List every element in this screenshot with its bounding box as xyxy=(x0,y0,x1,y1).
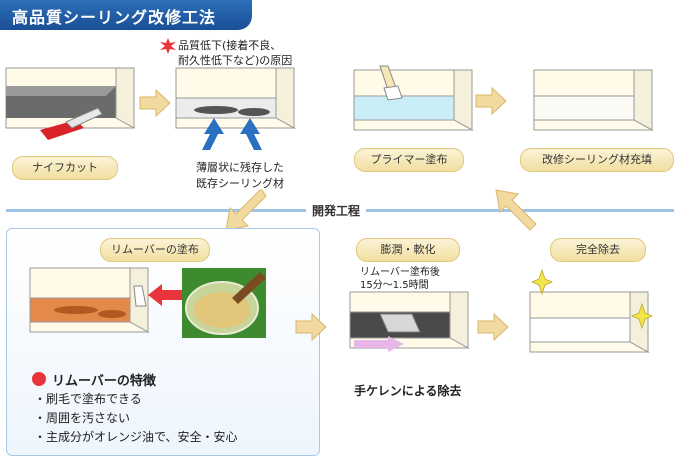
residual-note-line2: 既存シーリング材 xyxy=(196,177,284,190)
arrow-3 xyxy=(295,312,327,342)
red-arrow xyxy=(148,284,182,306)
step-primer: プライマー塗布 xyxy=(354,148,464,172)
wait-note-line2: 15分～1.5時間 xyxy=(360,280,429,291)
cut-result-illustration xyxy=(175,67,296,129)
feature-item: ・周囲を汚さない xyxy=(34,411,131,425)
swelling-illustration xyxy=(349,291,470,352)
sparkle-icon xyxy=(630,302,654,330)
step-refill: 改修シーリング材充填 xyxy=(520,148,674,172)
arrow-down-left xyxy=(225,189,267,231)
primer-illustration xyxy=(353,65,474,131)
step-knife-cut: ナイフカット xyxy=(12,156,118,180)
feature-item: ・主成分がオレンジ油で、安全・安心 xyxy=(34,430,238,444)
knife-cut-illustration xyxy=(5,67,135,140)
arrow-up-left xyxy=(495,189,537,231)
features-title: リムーバーの特徴 xyxy=(52,374,156,389)
feature-badge-icon xyxy=(32,372,46,386)
arrow-4 xyxy=(477,312,509,342)
page-title: 高品質シーリング改修工法 xyxy=(12,8,217,27)
arrow-2 xyxy=(475,86,507,116)
quality-note-line2: 耐久性低下など)の原因 xyxy=(178,54,293,67)
burst-icon xyxy=(160,38,176,54)
title-bar xyxy=(0,0,252,30)
wait-note-line1: リムーバー塗布後 xyxy=(360,267,440,278)
blue-up-arrows xyxy=(202,118,262,150)
step-swelling: 膨潤・軟化 xyxy=(356,238,460,262)
residual-note-line1: 薄層状に残存した xyxy=(196,161,284,174)
quality-note-line1: 品質低下(接着不良、 xyxy=(178,39,282,52)
step-remover: リムーバーの塗布 xyxy=(100,238,210,262)
clean-joint-illustration xyxy=(529,291,650,353)
arrow-1 xyxy=(139,88,171,118)
sparkle-icon xyxy=(530,268,554,296)
step-complete-removal: 完全除去 xyxy=(550,238,646,262)
hand-clean-label: 手ケレンによる除去 xyxy=(354,384,462,398)
feature-item: ・刷毛で塗布できる xyxy=(34,392,142,406)
remover-photo xyxy=(182,268,266,338)
remover-panel xyxy=(6,228,320,456)
remover-illustration xyxy=(29,267,150,333)
filled-sealant-illustration xyxy=(533,69,654,131)
process-label: 開発工程 xyxy=(306,202,367,219)
